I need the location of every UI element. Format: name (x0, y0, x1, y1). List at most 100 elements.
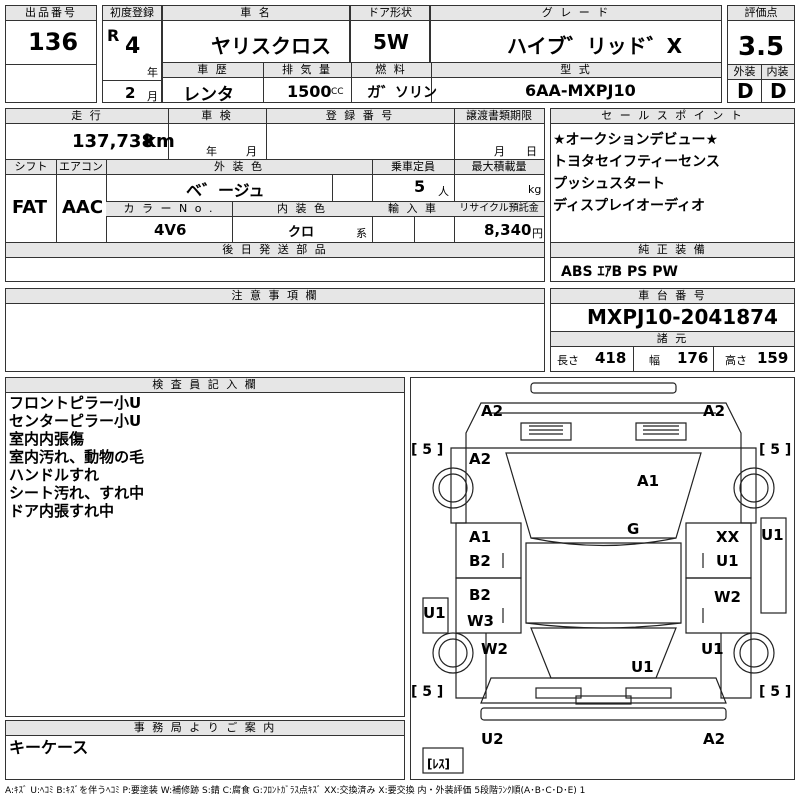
model-value: 6AA-MXPJ10 (525, 81, 636, 100)
height-label: 高さ (725, 354, 747, 367)
sales-point-2: トヨタセイフティーセンス (553, 154, 720, 170)
caution-label: 注 意 事 項 欄 (6, 289, 544, 304)
length-value: 418 (595, 349, 627, 367)
transfer-day: 日 (526, 145, 537, 158)
damage-right-front-door-1: XX (716, 528, 740, 546)
dims-label: 諸 元 (551, 332, 794, 347)
damage-hood: A1 (637, 472, 660, 490)
grade-label: グ レ ー ド (431, 6, 721, 21)
damage-rear-roof: U1 (631, 658, 654, 676)
grade-value: ハイブ゛リッド゛X (507, 34, 683, 58)
sales-points-label: セ ー ル ス ポ イ ン ト (551, 109, 794, 124)
year-unit: 年 (147, 66, 158, 79)
ext-score: D (737, 79, 754, 103)
damage-right-rear-quarter: U1 (701, 640, 724, 658)
int-label: 内装 (761, 65, 794, 80)
width-label: 幅 (649, 354, 660, 367)
shift-value: FAT (12, 197, 48, 218)
legend-text: A:ｷｽﾞ U:ﾍｺﾐ B:ｷｽﾞを伴うﾍｺﾐ P:要塗装 W:補修跡 S:錆 … (5, 786, 586, 796)
chassis-label: 車 台 番 号 (551, 289, 794, 304)
inspector-note-6: シート汚れ、すれ中 (9, 484, 145, 502)
chassis-number: MXPJ10-2041874 (587, 305, 778, 329)
width-value: 176 (677, 349, 709, 367)
damage-left-front-door-1: A1 (469, 528, 492, 546)
history-value: レンタ (183, 85, 234, 105)
first-reg-label: 初度登録 (103, 6, 161, 21)
damage-left-rear-quarter: W2 (481, 640, 508, 658)
sales-points-cell: セ ー ル ス ポ イ ン ト ★オークションデビュー★ トヨタセイフティーセン… (550, 108, 795, 243)
damage-diagram: [ 5 ] [ 5 ] [ 5 ] [ 5 ] [ﾚｽ] A2 A2 A2 A1… (410, 377, 795, 780)
disp-value: 1500 (287, 82, 332, 101)
ac-value: AAC (62, 197, 104, 218)
damage-left-front-door-2: B2 (469, 552, 491, 570)
length-label: 長さ (557, 354, 579, 367)
colorno-value: 4V6 (154, 221, 187, 239)
car-outline (422, 382, 787, 774)
tyre-mark-fr: [ 5 ] (759, 442, 792, 458)
inspector-note-1: フロントピラー小U (9, 394, 142, 412)
sales-point-1: ★オークションデビュー★ (553, 132, 719, 148)
history-label: 車 歴 (163, 63, 263, 78)
equip-value: ABS ｴｱB PS PW (561, 264, 678, 280)
score-cell: 評価点 3.5 外装 内装 D D (727, 5, 795, 103)
mileage-label: 走 行 (6, 109, 168, 124)
model-label: 型 式 (431, 63, 721, 78)
color-value: ベ゛ージュ (186, 181, 265, 200)
grade-cell: グ レ ー ド ハイブ゛リッド゛X (430, 5, 722, 63)
intcolor-value: クロ (288, 225, 315, 240)
door-label: ドア形状 (351, 6, 429, 21)
damage-rear-bumper-right: A2 (703, 730, 726, 748)
equip-label: 純 正 装 備 (551, 243, 794, 258)
details-block: 走 行 車 検 登 録 番 号 譲渡書類期限 137,738 km 年 月 月 … (5, 108, 545, 243)
disp-label: 排 気 量 (263, 63, 351, 78)
sales-point-3: プッシュスタート (553, 176, 665, 192)
lot-number: 136 (28, 28, 79, 56)
reg-year: 4 (125, 34, 141, 59)
inspect-label: 車 検 (168, 109, 266, 124)
caution-cell: 注 意 事 項 欄 (5, 288, 545, 372)
mileage-unit: km (144, 131, 175, 152)
mileage-value: 137,738 (72, 131, 154, 152)
office-note: キーケース (9, 738, 89, 757)
door-type: 5W (373, 30, 409, 54)
inspector-note-2: センターピラー小U (9, 412, 142, 430)
seats-label: 乗車定員 (372, 160, 454, 175)
regno-label: 登 録 番 号 (266, 109, 454, 124)
damage-front-left: A2 (481, 402, 504, 420)
reg-month: 2 (125, 84, 136, 102)
seats-unit: 人 (438, 185, 449, 198)
later-parts-label: 後 日 発 送 部 品 (6, 243, 544, 258)
month-unit: 月 (147, 90, 158, 103)
load-label: 最大積載量 (454, 160, 544, 175)
equip-cell: 純 正 装 備 ABS ｴｱB PS PW (550, 242, 795, 282)
int-score: D (770, 79, 787, 103)
damage-rear-bumper-left: U2 (481, 730, 504, 748)
damage-left-pillar: U1 (423, 604, 446, 622)
recycle-unit: 円 (532, 227, 543, 240)
door-cell: ドア形状 5W (350, 5, 430, 63)
transfer-label: 譲渡書類期限 (454, 109, 544, 124)
import-label: 輸 入 車 (372, 202, 454, 217)
name-cell: 車 名 ヤリスクロス (162, 5, 350, 63)
damage-left-rear-door-2: W3 (467, 612, 494, 630)
tyre-mark-fl: [ 5 ] (411, 442, 444, 458)
inspect-year: 年 (206, 145, 217, 158)
inspector-label: 検 査 員 記 入 欄 (6, 378, 404, 393)
sales-point-4: ディスプレイオーディオ (553, 198, 706, 214)
inspector-note-7: ドア内張すれ中 (9, 502, 115, 520)
damage-right-rear-door: W2 (714, 588, 741, 606)
height-value: 159 (757, 349, 789, 367)
fuel-value: ガ゛ソリン (367, 85, 437, 101)
damage-right-front-door-2: U1 (716, 552, 739, 570)
damage-left-fender: A2 (469, 450, 492, 468)
inspector-note-3: 室内内張傷 (9, 430, 85, 448)
recycle-value: 8,340 (484, 221, 532, 239)
inspector-note-4: 室内汚れ、動物の毛 (9, 448, 145, 466)
spec-row: 車 歴 排 気 量 燃 料 型 式 レンタ 1500 CC ガ゛ソリン 6AA-… (162, 62, 722, 105)
overall-score: 3.5 (738, 32, 785, 62)
tyre-mark-rr: [ 5 ] (759, 684, 792, 700)
spare-mark: [ﾚｽ] (427, 757, 450, 771)
era: R (107, 26, 120, 45)
fuel-label: 燃 料 (351, 63, 431, 78)
office-cell: 事 務 局 よ り ご 案 内 キーケース (5, 720, 405, 780)
